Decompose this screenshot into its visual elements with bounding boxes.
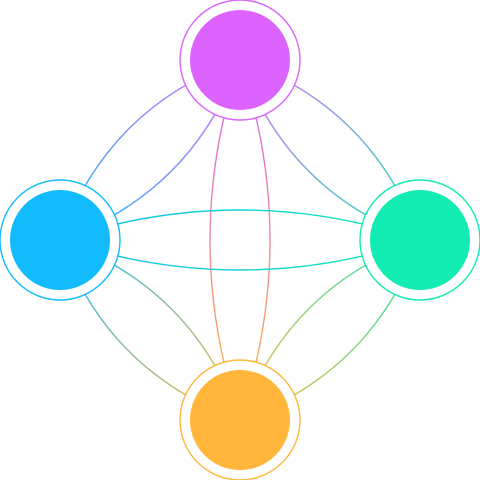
node-right-core: [370, 190, 470, 290]
node-right[interactable]: [359, 179, 480, 301]
node-bottom[interactable]: [179, 359, 301, 480]
node-left-core: [10, 190, 110, 290]
node-bottom-core: [190, 370, 290, 470]
node-top[interactable]: [179, 0, 301, 121]
node-left[interactable]: [0, 179, 121, 301]
node-top-core: [190, 10, 290, 110]
